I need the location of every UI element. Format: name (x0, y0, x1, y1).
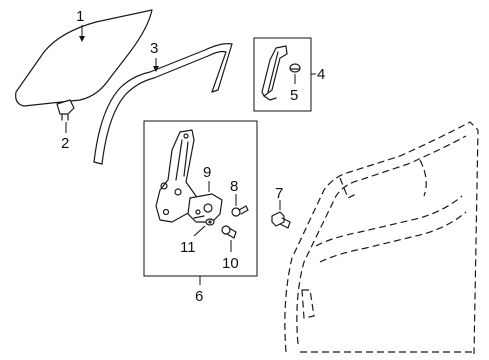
callout-11: 11 (180, 239, 196, 256)
glass-clip (56, 99, 75, 121)
washer-11 (205, 218, 215, 226)
rear-division-channel (261, 45, 288, 101)
regulator-motor (187, 193, 223, 223)
channel-clip (289, 63, 301, 73)
leader-11 (193, 225, 206, 237)
callout-5: 5 (290, 87, 298, 104)
callout-9: 9 (203, 164, 211, 181)
arrow-3 (153, 66, 159, 72)
callout-10: 10 (222, 255, 239, 272)
window-regulator (155, 129, 197, 223)
bolt-7 (271, 211, 291, 229)
callout-6: 6 (195, 288, 203, 305)
bolt-8 (231, 205, 249, 217)
callout-2: 2 (61, 135, 69, 152)
arrow-1 (79, 36, 85, 42)
callout-7: 7 (275, 185, 283, 202)
callout-1: 1 (76, 8, 84, 25)
door-outline (284, 121, 479, 355)
callout-3: 3 (150, 40, 158, 57)
callout-4: 4 (317, 66, 325, 83)
bolt-10 (221, 225, 237, 239)
callout-8: 8 (230, 178, 238, 195)
glass-run-channel (93, 43, 233, 165)
door-glass (15, 9, 153, 107)
